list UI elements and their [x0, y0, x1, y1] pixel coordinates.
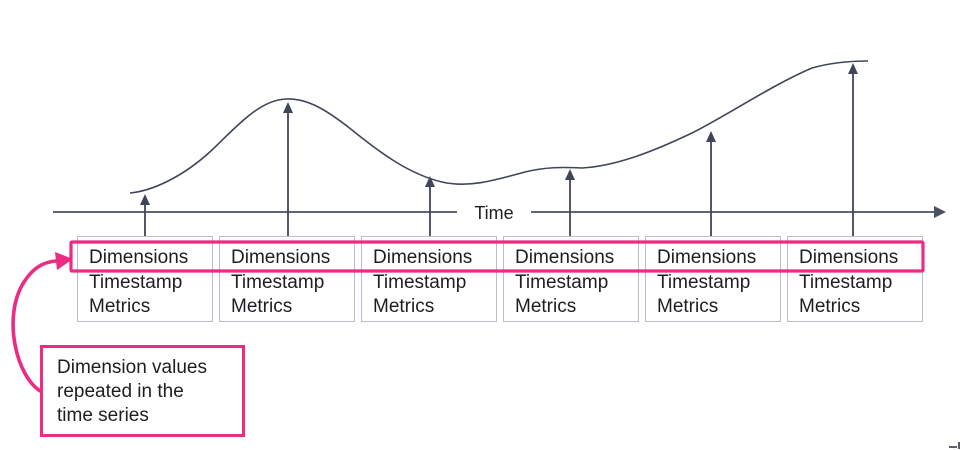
- record-timestamp-label: Timestamp: [515, 271, 609, 293]
- record-box-6: Dimensions Timestamp Metrics: [787, 236, 923, 322]
- record-timestamp-label: Timestamp: [799, 271, 893, 293]
- record-box-3: Dimensions Timestamp Metrics: [361, 236, 497, 322]
- data-point-arrow-6: [848, 63, 858, 236]
- callout-arrowhead-icon: [55, 252, 73, 270]
- data-point-arrow-1: [140, 194, 150, 236]
- record-timestamp-label: Timestamp: [231, 271, 325, 293]
- record-metrics-label: Metrics: [799, 296, 861, 317]
- callout-line: time series: [57, 405, 149, 426]
- record-box-4: Dimensions Timestamp Metrics: [503, 236, 639, 322]
- callout-line: repeated in the: [57, 381, 184, 402]
- callout-line: Dimension values: [57, 357, 207, 378]
- record-metrics-label: Metrics: [89, 296, 151, 317]
- record-dimensions-label: Dimensions: [799, 247, 899, 268]
- record-timestamp-label: Timestamp: [657, 271, 751, 293]
- data-point-arrow-5: [706, 131, 716, 236]
- data-point-arrow-2: [283, 102, 293, 236]
- annotation-callout: Dimension values repeated in the time se…: [40, 345, 245, 437]
- data-point-arrow-3: [425, 176, 435, 236]
- record-dimensions-label: Dimensions: [89, 247, 189, 268]
- record-dimensions-label: Dimensions: [373, 247, 473, 268]
- corner-artifact: [949, 446, 957, 448]
- record-metrics-label: Metrics: [657, 296, 719, 317]
- record-timestamp-label: Timestamp: [89, 271, 183, 293]
- data-point-arrow-4: [565, 169, 575, 236]
- record-metrics-label: Metrics: [373, 296, 435, 317]
- record-timestamp-label: Timestamp: [373, 271, 467, 293]
- time-series-curve: [129, 60, 869, 194]
- record-box-1: Dimensions Timestamp Metrics: [77, 236, 213, 322]
- record-box-5: Dimensions Timestamp Metrics: [645, 236, 781, 322]
- record-dimensions-label: Dimensions: [515, 247, 615, 268]
- record-metrics-label: Metrics: [515, 296, 577, 317]
- record-box-2: Dimensions Timestamp Metrics: [219, 236, 355, 322]
- record-dimensions-label: Dimensions: [231, 247, 331, 268]
- time-axis-arrowhead-icon: [934, 206, 946, 218]
- record-dimensions-label: Dimensions: [657, 247, 757, 268]
- record-metrics-label: Metrics: [231, 296, 293, 317]
- corner-artifact: [958, 442, 960, 449]
- time-axis-label: Time: [474, 203, 513, 223]
